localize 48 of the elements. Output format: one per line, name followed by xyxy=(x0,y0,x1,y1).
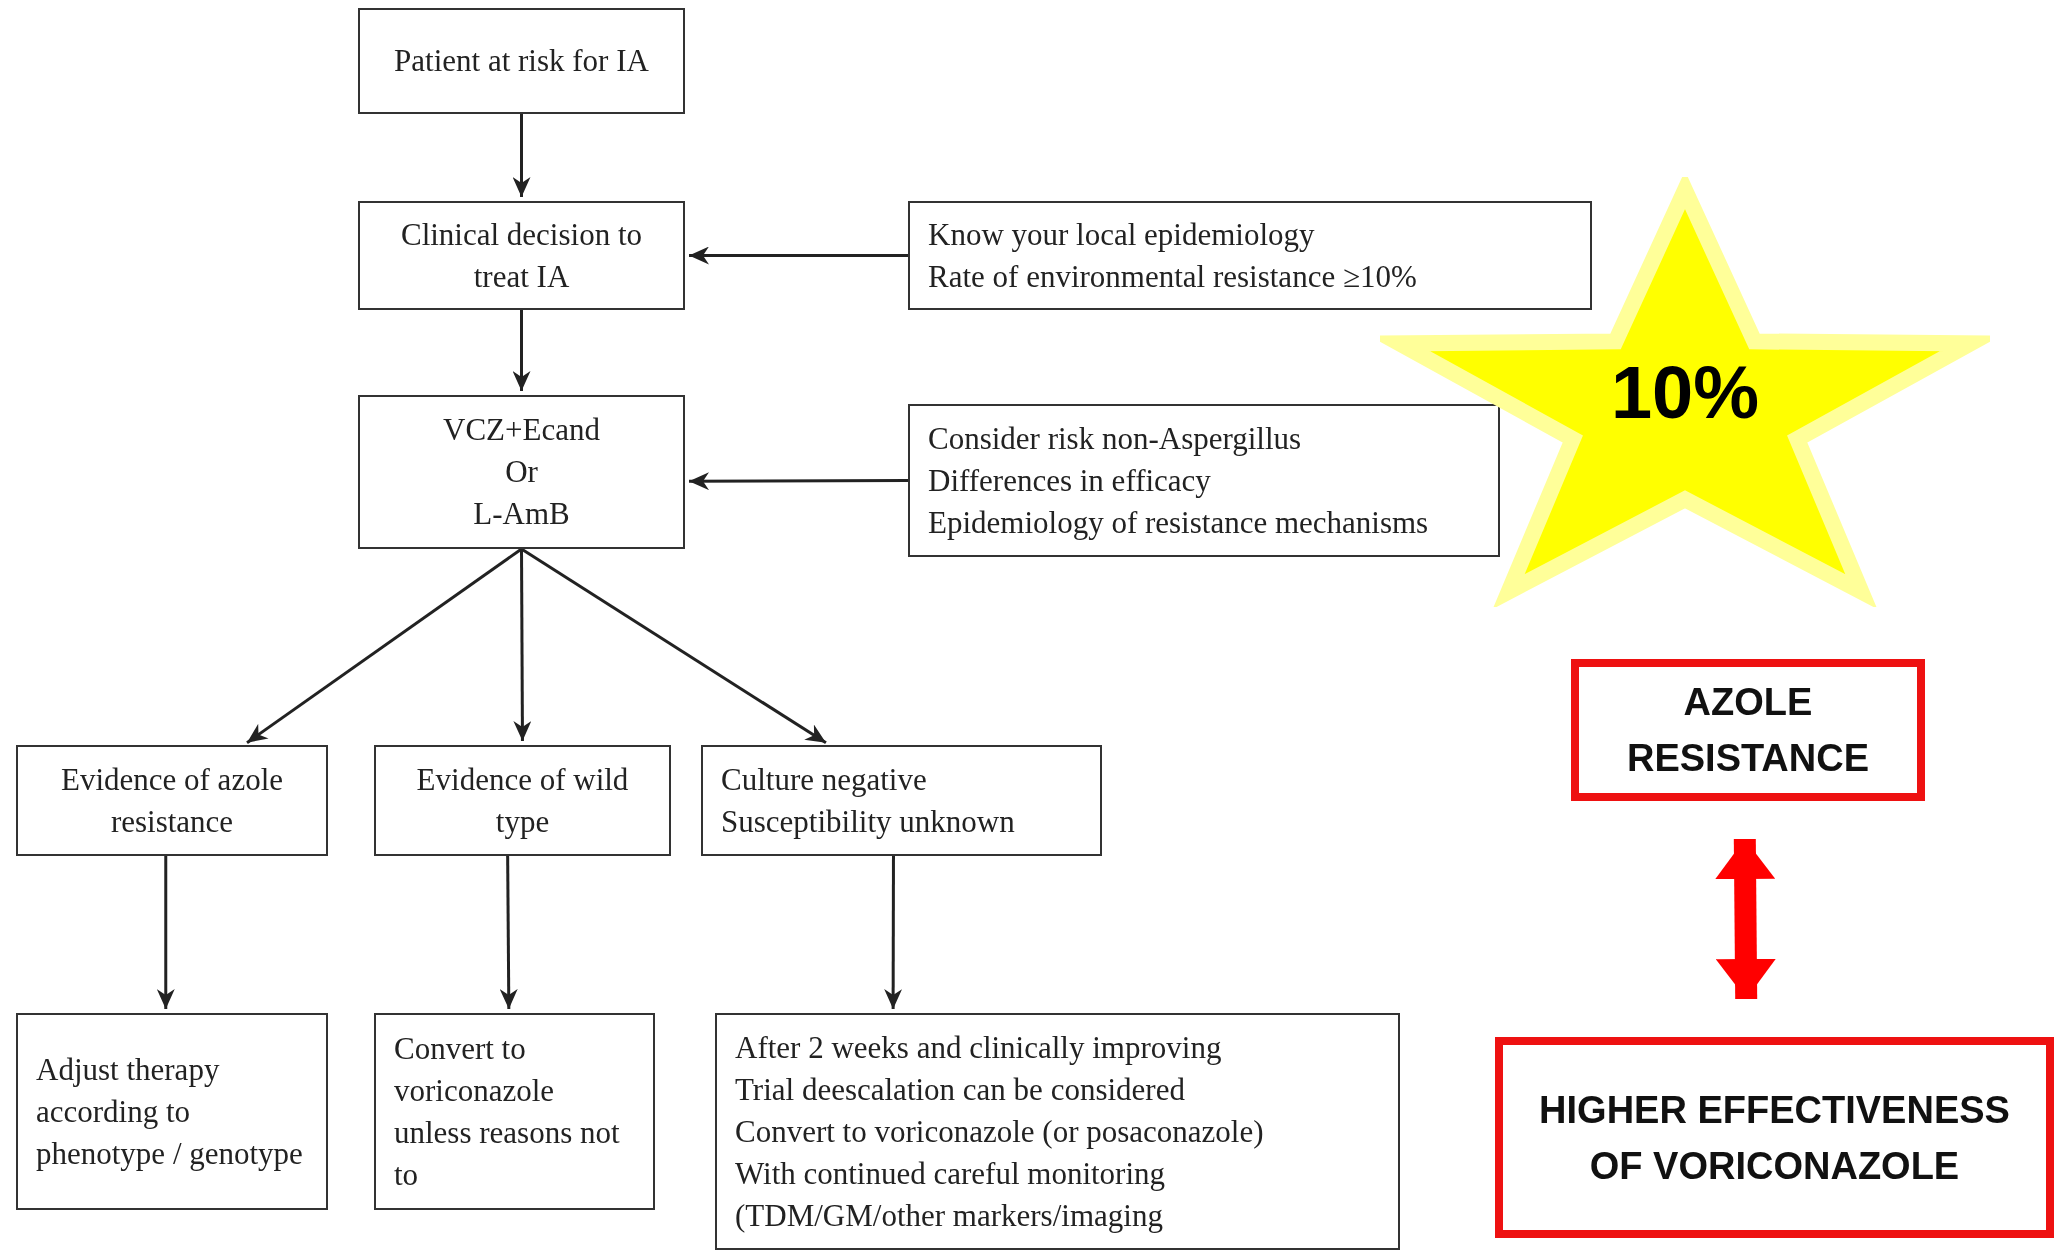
arrow xyxy=(513,549,532,741)
process-box xyxy=(908,404,1500,557)
double-arrow xyxy=(1715,838,1776,1000)
box-text: Consider risk non-Aspergillus xyxy=(928,419,1303,458)
box-text: Differences in efficacy xyxy=(928,461,1212,500)
arrow xyxy=(512,310,531,391)
box-text: Know your local epidemiology xyxy=(928,215,1316,254)
process-box xyxy=(358,8,685,114)
box-text: Susceptibility unknown xyxy=(721,802,1016,841)
arrow xyxy=(246,547,523,744)
box-text: L-AmB xyxy=(472,495,571,533)
arrow xyxy=(689,472,908,491)
arrow xyxy=(520,547,827,745)
box-text: VCZ+Ecand xyxy=(442,411,601,449)
process-box xyxy=(374,1013,655,1210)
process-box xyxy=(908,201,1592,310)
box-text: Evidence of azole resistance xyxy=(59,760,284,841)
box-text: Convert to voriconazole unless reasons not to xyxy=(394,1029,621,1194)
box-text: Or xyxy=(504,453,539,491)
box-text: Clinical decision to treat IA xyxy=(399,215,644,296)
box-text: AZOLE RESISTANCE xyxy=(1625,680,1871,781)
box-text: Trial deescalation can be considered xyxy=(735,1070,1186,1109)
highlight-box xyxy=(1495,1037,2054,1238)
process-box xyxy=(358,201,685,310)
process-box xyxy=(358,395,685,549)
box-text: Rate of environmental resistance ≥10% xyxy=(928,257,1418,296)
highlight-box xyxy=(1571,659,1925,801)
box-text: Convert to voriconazole (or posaconazole) xyxy=(735,1112,1265,1151)
box-text: Epidemiology of resistance mechanisms xyxy=(928,503,1430,542)
process-box xyxy=(374,745,671,856)
arrow xyxy=(156,856,175,1009)
box-text: Culture negative xyxy=(721,760,928,799)
box-text: (TDM/GM/other markers/imaging xyxy=(735,1196,1164,1235)
process-box xyxy=(701,745,1102,856)
box-text: After 2 weeks and clinically improving xyxy=(735,1028,1223,1067)
box-text: Adjust therapy according to phenotype / genotype xyxy=(36,1050,304,1173)
process-box xyxy=(16,745,328,856)
box-text: HIGHER EFFECTIVENESS OF VORICONAZOLE xyxy=(1538,1087,2011,1189)
arrow xyxy=(499,856,518,1009)
box-text: Patient at risk for IA xyxy=(393,42,650,80)
box-text: Evidence of wild type xyxy=(415,760,630,841)
process-box xyxy=(16,1013,328,1210)
box-text: With continued careful monitoring xyxy=(735,1154,1167,1193)
arrow xyxy=(689,246,908,265)
process-box xyxy=(715,1013,1400,1250)
percentage-label: 10% xyxy=(1610,349,1760,435)
arrow xyxy=(884,856,903,1009)
arrow xyxy=(512,114,531,197)
